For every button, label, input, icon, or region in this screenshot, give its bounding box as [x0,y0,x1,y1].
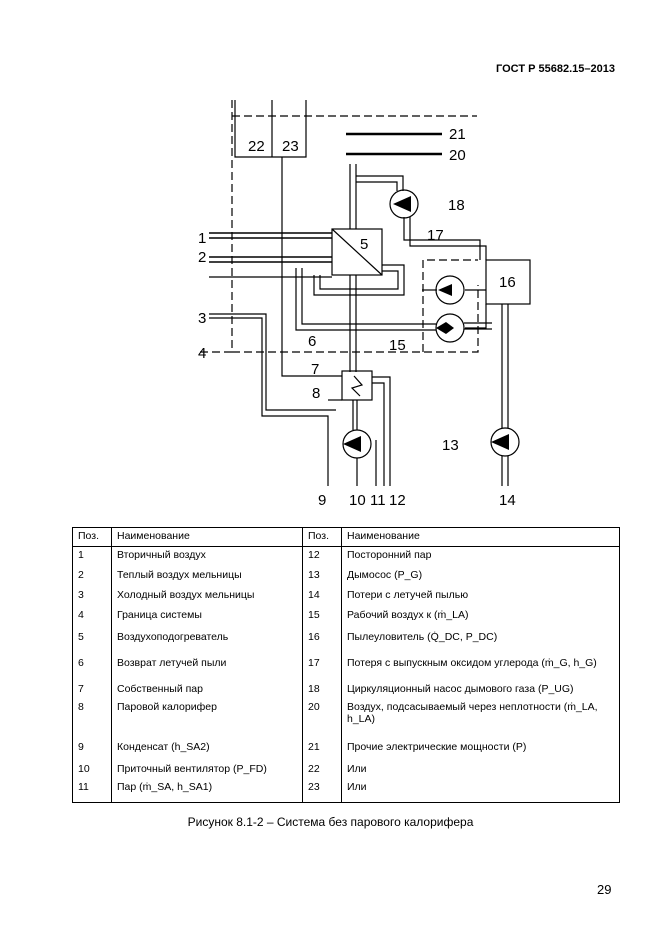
position-cell: 8 [72,698,112,739]
name-cell: Возврат летучей пыли [111,654,303,681]
system-diagram: 1 2 3 4 5 6 7 8 9 10 11 12 13 14 15 16 1… [198,100,531,509]
name-cell: Циркуляционный насос дымового газа (P_UG… [341,680,620,699]
position-cell: 4 [72,606,112,629]
name-cell: Рабочий воздух к (ṁ_LA) [341,606,620,629]
position-cell: 15 [302,606,342,629]
name-cell: Посторонний пар [341,546,620,567]
label-21: 21 [449,126,466,143]
col-name-2: Наименование [341,527,620,547]
name-cell: Граница системы [111,606,303,629]
col-name-1: Наименование [111,527,303,547]
steam-heater-box [341,370,373,401]
label-22: 22 [248,138,265,155]
system-boundary [200,100,479,353]
name-cell: Пылеуловитель (Q̇_DC, P_DC) [341,628,620,655]
label-15: 15 [389,337,406,354]
label-8: 8 [312,385,320,402]
name-cell: Теплый воздух мельницы [111,566,303,587]
name-cell: Воздухоподогреватель [111,628,303,655]
name-cell: Собственный пар [111,680,303,699]
label-17: 17 [427,227,444,244]
label-1: 1 [198,230,206,247]
position-cell: 5 [72,628,112,655]
label-5: 5 [360,236,368,253]
label-20: 20 [449,147,466,164]
position-cell: 10 [72,760,112,779]
position-cell: 6 [72,654,112,681]
label-9: 9 [318,492,326,509]
name-cell: Или [341,778,620,803]
recirc-pump-circle [389,189,419,219]
name-cell: Прочие электрические мощности (P) [341,738,620,761]
position-cell: 18 [302,680,342,699]
label-11: 11 [370,492,386,509]
name-cell: Воздух, подсасываемый через неплотности … [341,698,620,739]
position-cell: 14 [302,586,342,607]
position-cell: 1 [72,546,112,567]
name-cell: Потери с летучей пылью [341,586,620,607]
name-cell: Или [341,760,620,779]
position-cell: 22 [302,760,342,779]
name-cell: Пар (ṁ_SA, h_SA1) [111,778,303,803]
position-cell: 16 [302,628,342,655]
label-7: 7 [311,361,319,378]
air-heater-box [331,228,383,276]
box-22-23 [234,100,307,158]
position-cell: 20 [302,698,342,739]
position-cell: 11 [72,778,112,803]
name-cell: Конденсат (h_SA2) [111,738,303,761]
label-4: 4 [198,345,206,362]
col-pos-2: Поз. [302,527,342,547]
standard-header: ГОСТ Р 55682.15–2013 [496,63,615,75]
col-pos-1: Поз. [72,527,112,547]
position-cell: 3 [72,586,112,607]
label-2: 2 [198,249,206,266]
name-cell: Паровой калорифер [111,698,303,739]
name-cell: Приточный вентилятор (P_FD) [111,760,303,779]
label-16: 16 [499,274,516,291]
label-14: 14 [499,492,516,509]
position-cell: 7 [72,680,112,699]
label-23: 23 [282,138,299,155]
position-cell: 9 [72,738,112,761]
name-cell: Потеря с выпускным оксидом углерода (ṁ_G… [341,654,620,681]
figure-caption: Рисунок 8.1-2 – Система без парового кал… [187,815,474,829]
label-18: 18 [448,197,465,214]
label-6: 6 [308,333,316,350]
position-cell: 13 [302,566,342,587]
label-13: 13 [442,437,459,454]
position-cell: 12 [302,546,342,567]
position-cell: 23 [302,778,342,803]
page-number: 29 [597,882,612,897]
position-cell: 17 [302,654,342,681]
label-12: 12 [389,492,406,509]
name-cell: Дымосос (P_G) [341,566,620,587]
label-10: 10 [349,492,366,509]
position-cell: 21 [302,738,342,761]
name-cell: Холодный воздух мельницы [111,586,303,607]
name-cell: Вторичный воздух [111,546,303,567]
position-cell: 2 [72,566,112,587]
label-3: 3 [198,310,206,327]
